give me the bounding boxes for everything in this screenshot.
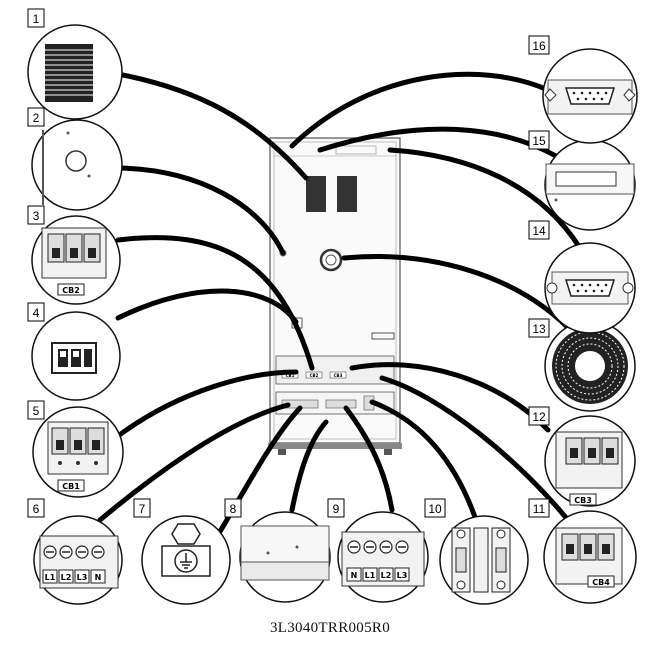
cb1-label: CB1 xyxy=(62,482,80,491)
detail-breaker-cb2: CB2 xyxy=(31,215,121,305)
callout-2: 2 xyxy=(33,111,40,125)
cabinet-cb3-label: CB3 xyxy=(334,373,343,378)
ups-cabinet: CB1 CB2 CB3 xyxy=(268,137,402,455)
term6-l3: L3 xyxy=(77,573,88,582)
detail-terminals-input: L1 L2 L3 N xyxy=(33,515,123,605)
detail-fan-grille xyxy=(544,320,636,412)
term9-l1: L1 xyxy=(365,571,376,580)
detail-plate xyxy=(239,511,331,603)
detail-vent-grille xyxy=(27,24,123,120)
callout-6: 6 xyxy=(33,502,40,516)
cabinet-fan xyxy=(319,248,343,272)
detail-knob xyxy=(31,119,123,211)
cabinet-vent-left xyxy=(306,176,326,212)
cabinet-cb1-label: CB1 xyxy=(286,373,295,378)
term6-l2: L2 xyxy=(61,573,72,582)
detail-fuse-holders xyxy=(439,515,529,605)
callout-15: 15 xyxy=(532,134,546,148)
cb4-label: CB4 xyxy=(592,578,610,587)
term9-l2: L2 xyxy=(381,571,392,580)
detail-breaker-cb4: CB4 xyxy=(543,510,637,604)
term9-n: N xyxy=(351,571,358,580)
leader-lines xyxy=(97,71,583,551)
detail-terminals-output: N L1 L2 L3 xyxy=(337,511,429,603)
callout-9: 9 xyxy=(333,502,340,516)
callout-numbers: 1 2 3 4 5 6 7 8 9 10 11 12 13 14 15 16 xyxy=(27,8,550,518)
term9-l3: L3 xyxy=(397,571,408,580)
cb3-label: CB3 xyxy=(574,496,592,505)
detail-switch xyxy=(31,311,121,401)
detail-breaker-cb1: CB1 xyxy=(32,406,124,498)
detail-breaker-cb3: CB3 xyxy=(544,415,636,507)
callout-1: 1 xyxy=(33,12,40,26)
callout-10: 10 xyxy=(428,502,442,516)
cabinet-terminal-row xyxy=(275,391,395,415)
cb2-label: CB2 xyxy=(62,286,80,295)
cabinet-cb2-label: CB2 xyxy=(310,373,319,378)
term6-n: N xyxy=(95,573,102,582)
figure-caption: 3L3040TRR005R0 xyxy=(269,620,391,636)
ground-icon xyxy=(180,553,192,569)
detail-ground xyxy=(141,515,231,605)
callout-14: 14 xyxy=(532,224,546,238)
callout-12: 12 xyxy=(532,410,546,424)
detail-panel xyxy=(544,139,636,231)
detail-db9-port-lower xyxy=(544,242,636,334)
callout-13: 13 xyxy=(532,322,546,336)
cabinet-vent-right xyxy=(337,176,357,212)
callout-3: 3 xyxy=(33,209,40,223)
detail-db9-port-upper xyxy=(542,48,638,144)
callout-8: 8 xyxy=(230,502,237,516)
term6-l1: L1 xyxy=(45,573,56,582)
callout-7: 7 xyxy=(139,502,146,516)
callout-5: 5 xyxy=(33,404,40,418)
callout-4: 4 xyxy=(33,306,40,320)
callout-11: 11 xyxy=(533,502,546,516)
callout-16: 16 xyxy=(532,39,546,53)
